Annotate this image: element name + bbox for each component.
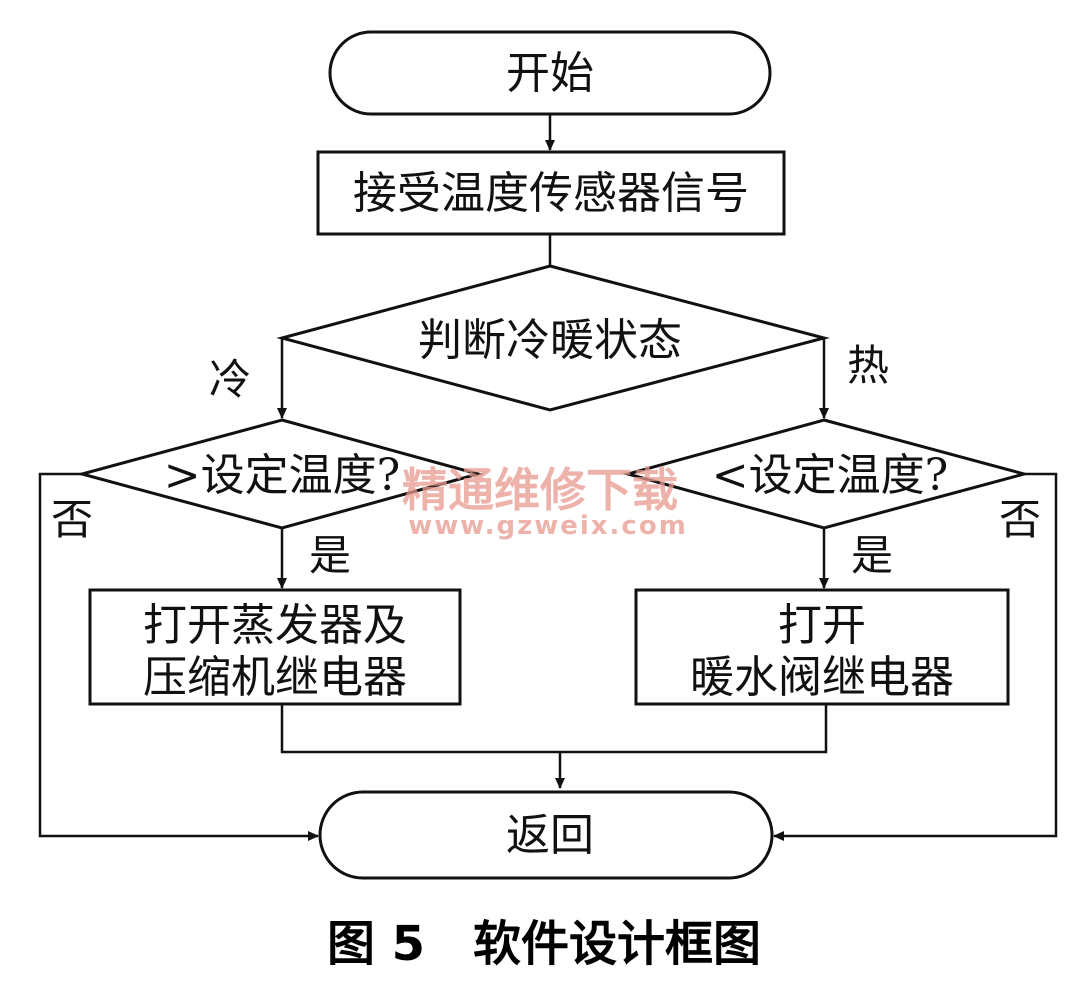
figure-caption: 图 5 软件设计框图 — [327, 916, 761, 972]
cold-action-label-line1: 打开蒸发器及 — [143, 600, 407, 651]
hot-action-label-line2: 暖水阀继电器 — [690, 652, 954, 703]
edge-label-cold: 冷 — [209, 355, 251, 404]
edge-label-hot: 热 — [847, 341, 889, 390]
hot-action-label-line1: 打开 — [778, 600, 866, 651]
edge-hot-no — [773, 472, 1058, 841]
end-terminal — [318, 790, 774, 880]
receive-signal-box — [316, 150, 786, 236]
judge-decision — [276, 264, 830, 412]
cold-action-label-line2: 压缩机继电器 — [143, 652, 407, 703]
hot-condition-label: <设定温度? — [712, 450, 948, 501]
cold-condition-label: >设定温度? — [164, 450, 400, 501]
hot-action-box — [634, 588, 1010, 706]
receive-signal-label: 接受温度传感器信号 — [353, 168, 749, 219]
watermark-url: www.gzweix.com — [408, 511, 688, 541]
end-label: 返回 — [506, 810, 594, 861]
edge-merge — [280, 704, 828, 754]
watermark-cn: 精通维修下载 — [402, 463, 678, 517]
start-label: 开始 — [506, 48, 594, 99]
edge-label-no-left: 否 — [51, 495, 93, 544]
edge-label-no-right: 否 — [999, 495, 1041, 544]
cold-action-box — [88, 588, 462, 706]
judge-label: 判断冷暖状态 — [418, 315, 682, 366]
edge-cold-no — [38, 472, 319, 841]
edge-label-yes-right: 是 — [851, 531, 893, 580]
edge-label-yes-left: 是 — [309, 531, 351, 580]
